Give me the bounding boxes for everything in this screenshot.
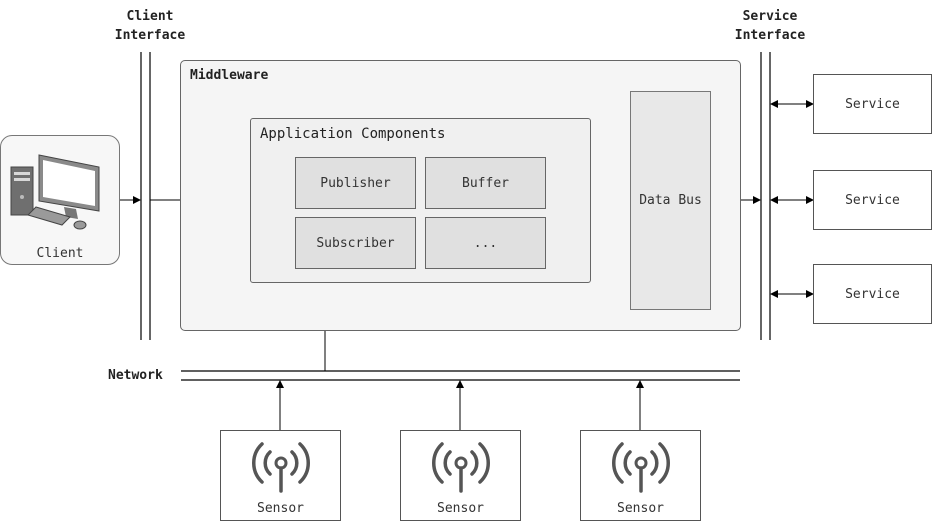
service-label-1: Service	[845, 96, 900, 112]
sensor-label-2: Sensor	[437, 501, 484, 516]
subscriber-label: Subscriber	[316, 235, 395, 251]
service-interface-label-line1: Service	[742, 9, 798, 24]
network-label: Network	[108, 368, 163, 383]
client-label: Client	[36, 246, 84, 261]
middleware-title: Middleware	[190, 68, 269, 83]
service-interface-label-line2: Interface	[734, 28, 806, 43]
more-components-label: ...	[473, 235, 498, 251]
sensor-box-2: Sensor	[400, 430, 521, 521]
client-interface-label-line1: Client	[126, 9, 174, 24]
client-box: Client	[0, 135, 120, 265]
publisher-label: Publisher	[320, 175, 391, 191]
service-box-3: Service	[813, 264, 932, 324]
computer-icon	[10, 154, 100, 230]
data-bus-label: Data Bus	[639, 193, 702, 208]
service-box-2: Service	[813, 170, 932, 230]
antenna-icon	[432, 442, 490, 493]
publisher-component: Publisher	[295, 157, 416, 209]
data-bus: Data Bus	[630, 91, 711, 310]
antenna-icon	[252, 442, 310, 493]
service-label-2: Service	[845, 192, 900, 208]
client-interface-label: Client Interface	[100, 7, 200, 45]
sensor-box-1: Sensor	[220, 430, 341, 521]
service-interface-label: Service Interface	[715, 7, 825, 45]
client-interface-label-line2: Interface	[114, 28, 186, 43]
subscriber-component: Subscriber	[295, 217, 416, 269]
sensor-label-1: Sensor	[257, 501, 304, 516]
buffer-label: Buffer	[462, 175, 509, 191]
service-box-1: Service	[813, 74, 932, 134]
antenna-icon	[612, 442, 670, 493]
sensor-label-3: Sensor	[617, 501, 664, 516]
application-components-title: Application Components	[260, 126, 446, 142]
buffer-component: Buffer	[425, 157, 546, 209]
more-components: ...	[425, 217, 546, 269]
sensor-box-3: Sensor	[580, 430, 701, 521]
service-label-3: Service	[845, 286, 900, 302]
